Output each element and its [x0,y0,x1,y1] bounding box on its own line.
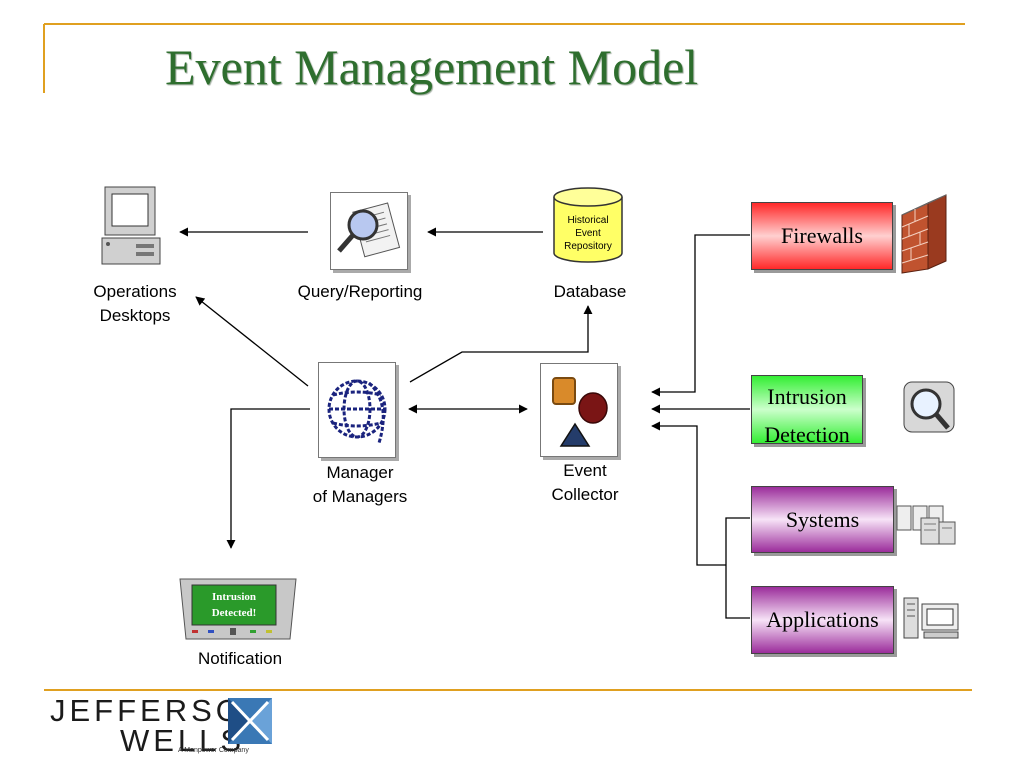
applications-label: Applications [766,607,879,632]
manager-of-managers-node [318,362,396,458]
monitor-alert-icon: Intrusion Detected! [179,578,297,640]
manager-line1: Manager [326,463,394,482]
arrow-manager-to-desktops [195,296,309,387]
query-reporting-node [330,192,408,270]
event-collector-node [540,363,618,457]
operations-desktops-line1: Operations [93,282,177,301]
arrow-manager-to-notification [226,408,310,549]
systems-box: Systems [751,486,894,553]
collector-line1: Event [563,461,607,480]
intrusion-line2: Detection [764,422,850,444]
slide-title: Event Management Model [165,39,699,95]
arrow-manager-to-database [409,305,593,383]
server-rack-icon [896,505,956,545]
event-collector-label: Event Collector [520,459,650,507]
arrow-systems-apps-to-collector [725,517,750,619]
notification-screen-line1: Intrusion [212,591,256,603]
firewalls-box: Firewalls [751,202,893,270]
magnifier-document-icon [337,202,401,258]
arrow-firewalls-to-collector [651,234,750,397]
intrusion-detection-box: Intrusion Detection [751,375,863,444]
systems-label: Systems [785,507,860,532]
brick-wall-icon [901,194,947,274]
manager-of-managers-label: Manager of Managers [290,461,430,509]
shapes-icon [552,377,608,447]
cylinder-line3: Repository [564,241,612,252]
manager-line2: of Managers [312,487,408,506]
globe-network-icon [327,379,387,444]
logo-subtitle: A Manpower Company [178,747,249,754]
operations-desktops-label: Operations Desktops [70,280,200,328]
notification-label: Notification [197,649,283,668]
operations-desktops-line2: Desktops [99,306,171,325]
workstation-icon [903,597,959,639]
database-cylinder-icon: Historical Event Repository [553,187,623,263]
notification-screen-line2: Detected! [212,607,257,619]
intrusion-line1: Intrusion [767,384,847,409]
desktop-computer-icon [101,186,161,265]
cylinder-line1: Historical [567,215,608,226]
applications-box: Applications [751,586,894,654]
logo-line2: WELLS [120,723,246,758]
logo-mark-icon [228,698,272,744]
collector-line2: Collector [551,485,619,504]
cylinder-line2: Event [575,228,601,239]
firewalls-label: Firewalls [781,223,863,248]
query-reporting-label: Query/Reporting [297,282,423,301]
arrow-hosts-to-collector [651,421,726,566]
database-label: Database [553,282,627,301]
magnifier-icon [903,381,955,433]
